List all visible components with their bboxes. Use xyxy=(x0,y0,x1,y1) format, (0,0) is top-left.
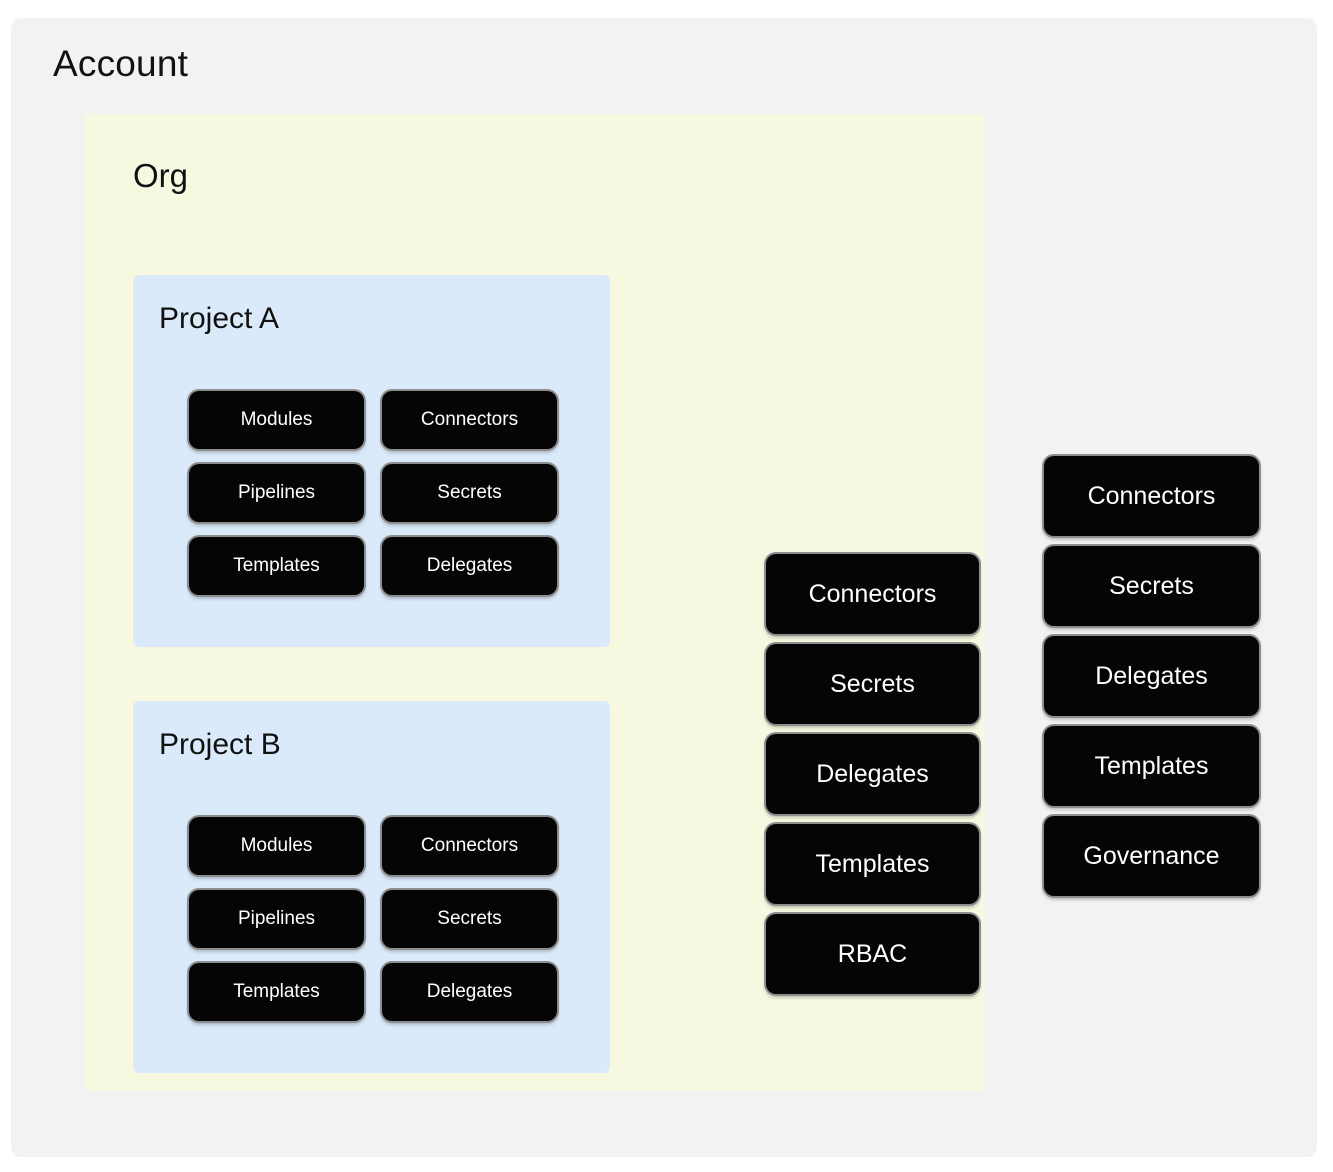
account-resource-delegates[interactable]: Delegates xyxy=(1044,636,1259,716)
project-b-title: Project B xyxy=(159,728,281,761)
org-resource-rbac[interactable]: RBAC xyxy=(766,914,979,994)
account-resource-secrets[interactable]: Secrets xyxy=(1044,546,1259,626)
org-resource-templates[interactable]: Templates xyxy=(766,824,979,904)
account-scope-container: Account Org Project A Modules Connectors… xyxy=(11,18,1317,1157)
account-resource-templates[interactable]: Templates xyxy=(1044,726,1259,806)
project-a-resource-secrets[interactable]: Secrets xyxy=(382,464,557,522)
account-scope-title: Account xyxy=(53,43,189,84)
account-resource-governance[interactable]: Governance xyxy=(1044,816,1259,896)
project-b-resource-secrets[interactable]: Secrets xyxy=(382,890,557,948)
project-b-resource-templates[interactable]: Templates xyxy=(189,963,364,1021)
org-scope-container: Org Project A Modules Connectors Pipelin… xyxy=(84,114,984,1091)
org-resource-delegates[interactable]: Delegates xyxy=(766,734,979,814)
project-a-resource-pipelines[interactable]: Pipelines xyxy=(189,464,364,522)
project-b-resource-grid: Modules Connectors Pipelines Secrets Tem… xyxy=(189,817,557,1021)
org-resource-column: Connectors Secrets Delegates Templates R… xyxy=(766,554,979,994)
project-a-resource-delegates[interactable]: Delegates xyxy=(382,537,557,595)
org-resource-connectors[interactable]: Connectors xyxy=(766,554,979,634)
project-a-resource-grid: Modules Connectors Pipelines Secrets Tem… xyxy=(189,391,557,595)
org-resource-secrets[interactable]: Secrets xyxy=(766,644,979,724)
account-resource-column: Connectors Secrets Delegates Templates G… xyxy=(1044,456,1259,896)
project-b-resource-connectors[interactable]: Connectors xyxy=(382,817,557,875)
project-a-title: Project A xyxy=(159,302,280,335)
org-scope-title: Org xyxy=(133,157,189,194)
project-b-resource-delegates[interactable]: Delegates xyxy=(382,963,557,1021)
project-b-resource-pipelines[interactable]: Pipelines xyxy=(189,890,364,948)
project-a-container: Project A Modules Connectors Pipelines S… xyxy=(133,275,610,647)
account-resource-connectors[interactable]: Connectors xyxy=(1044,456,1259,536)
project-b-container: Project B Modules Connectors Pipelines S… xyxy=(133,701,610,1073)
project-a-resource-templates[interactable]: Templates xyxy=(189,537,364,595)
project-b-resource-modules[interactable]: Modules xyxy=(189,817,364,875)
project-a-resource-connectors[interactable]: Connectors xyxy=(382,391,557,449)
project-a-resource-modules[interactable]: Modules xyxy=(189,391,364,449)
